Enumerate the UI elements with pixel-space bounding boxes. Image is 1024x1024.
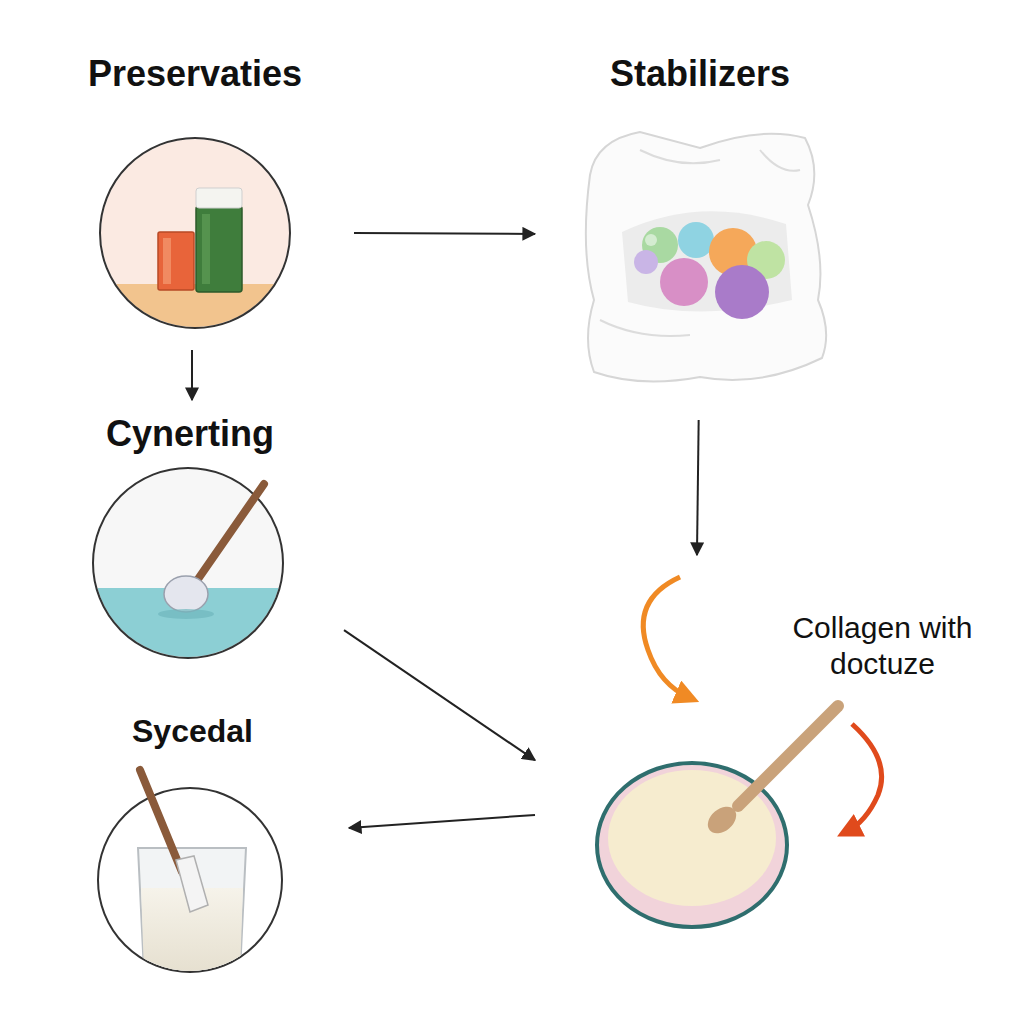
curved-arrow xyxy=(643,577,690,698)
illustrated-step: Collagen with doctuze xyxy=(535,555,1010,935)
illustrated-step: Stabilizers xyxy=(535,50,869,420)
illustrated-step: Sycedal xyxy=(40,700,349,990)
illustrated-step: Preservaties xyxy=(40,50,354,350)
illustrated-step: Cynerting xyxy=(40,400,344,660)
bowl-illustration xyxy=(597,706,838,927)
bag-illustration xyxy=(586,132,826,381)
curved-arrow xyxy=(846,724,882,832)
step-heading: Preservaties xyxy=(40,52,350,95)
spoon-illustration xyxy=(90,465,290,668)
flow-arrow xyxy=(354,232,535,235)
flow-arrow xyxy=(344,630,535,760)
step-heading: Cynerting xyxy=(40,412,340,455)
step-heading: Stabilizers xyxy=(535,52,865,95)
step-heading: Collagen with doctuze xyxy=(760,610,1005,682)
glass-illustration xyxy=(98,770,282,972)
flow-arrow xyxy=(697,420,699,555)
step-heading: Sycedal xyxy=(40,712,345,750)
flow-arrow xyxy=(191,350,193,400)
jars-illustration xyxy=(95,135,295,344)
flow-arrow xyxy=(349,815,535,828)
